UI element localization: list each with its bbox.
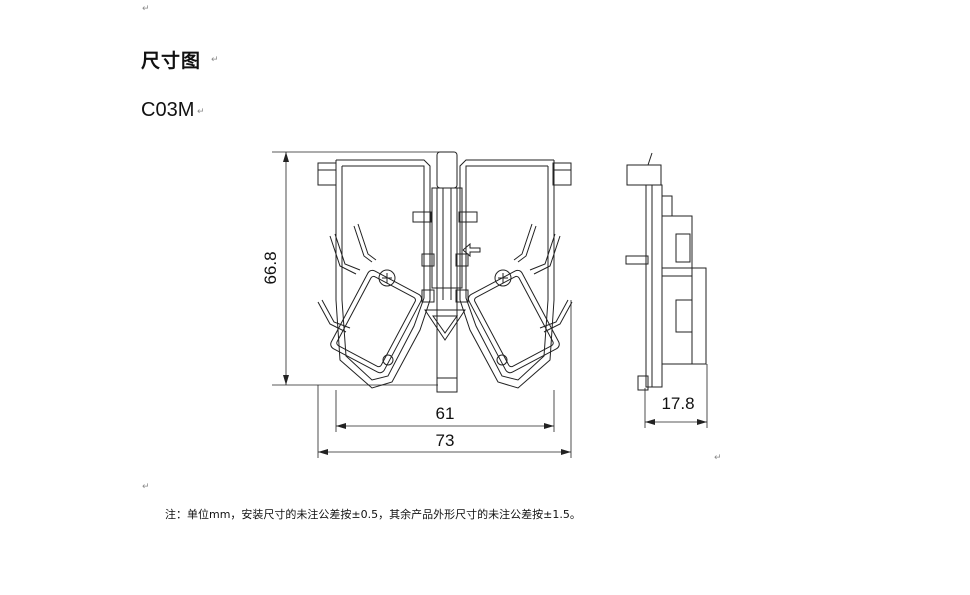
paragraph-mark: ↵ [211, 55, 219, 65]
paragraph-mark: ↵ [142, 482, 150, 492]
paragraph-mark: ↵ [142, 4, 150, 14]
section-heading: 尺寸图 [141, 50, 202, 72]
dimension-inner-width-label: 61 [436, 404, 455, 423]
dimension-outer-width-label: 73 [436, 431, 455, 450]
tolerance-note: 注：单位mm，安装尺寸的未注公差按±0.5，其余产品外形尺寸的未注公差按±1.5… [165, 508, 581, 521]
paragraph-mark: ↵ [197, 107, 205, 117]
model-number: C03M [141, 99, 195, 121]
dimension-height-label: 66.8 [261, 251, 280, 284]
paragraph-mark: ↵ [714, 453, 722, 463]
dimension-depth-label: 17.8 [661, 394, 694, 413]
